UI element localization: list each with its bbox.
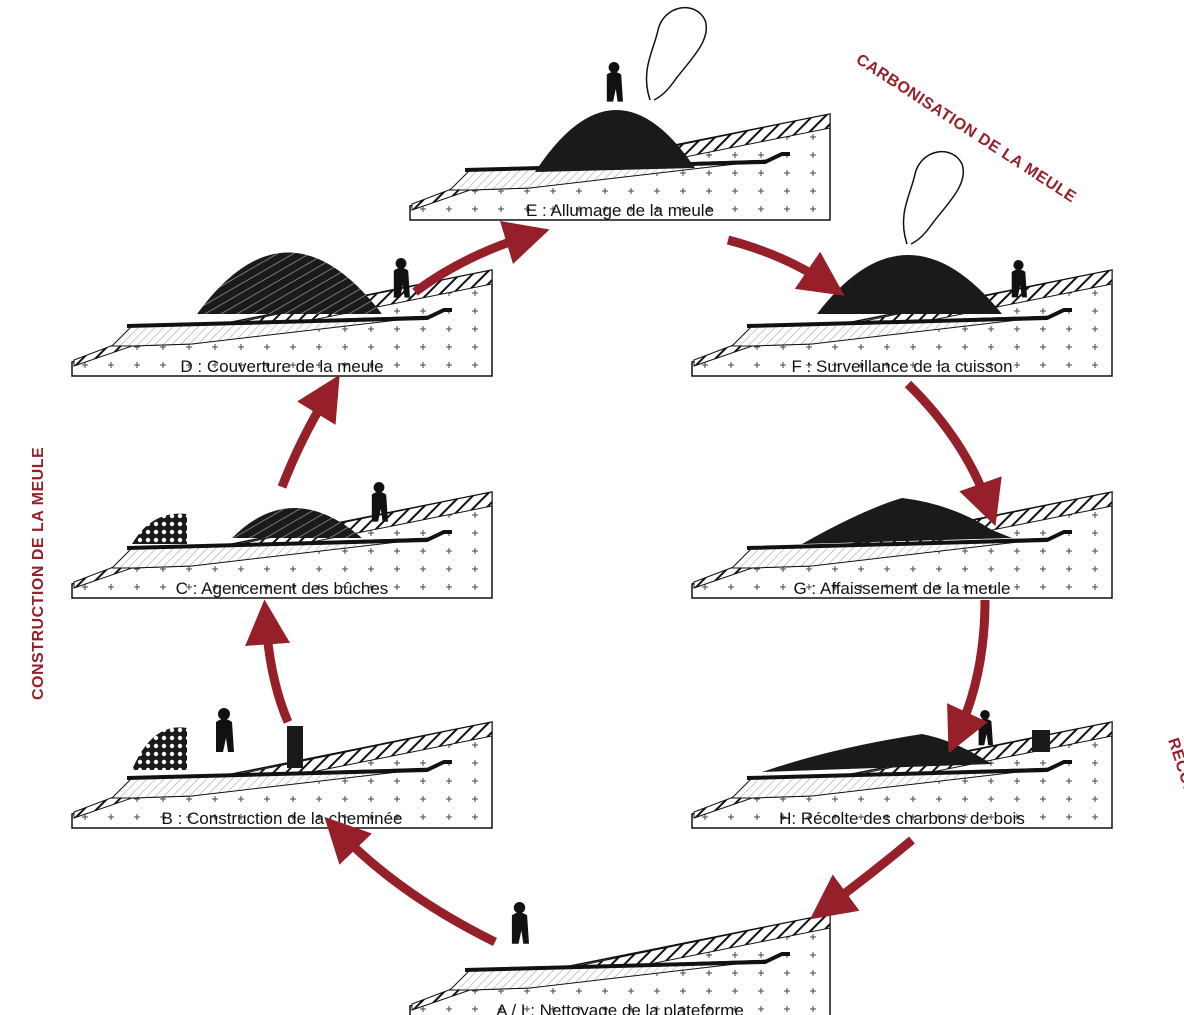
stage-label-H: H: Récolte des charbons de bois	[779, 809, 1025, 828]
cycle-arrows	[245, 220, 1002, 947]
platform-surface	[746, 530, 1072, 550]
smoke-plume	[645, 6, 708, 101]
worker-figure	[216, 708, 234, 752]
stage-panel-A: A / I : Nettoyage de la plateforme	[409, 902, 831, 1015]
stage-label-F: F : Surveillance de la cuisson	[791, 357, 1012, 376]
arrow-D-to-E	[412, 220, 550, 296]
stage-label-G: G : Affaissement de la meule	[793, 579, 1010, 598]
stage-panel-F: F : Surveillance de la cuisson	[691, 150, 1113, 377]
collapsed-kiln	[802, 498, 1012, 544]
kiln-mound	[817, 255, 1002, 314]
platform-surface	[464, 952, 790, 972]
platform-fill	[730, 315, 1053, 347]
kiln-mound	[535, 109, 695, 172]
worker-figure	[393, 258, 410, 298]
platform-surface	[126, 530, 452, 550]
stacked-logs-dome	[232, 508, 362, 538]
stage-panel-E: E : Allumage de la meule	[409, 6, 831, 221]
platform-fill	[448, 959, 771, 991]
platform-fill	[110, 315, 433, 347]
arrow-B-to-C	[245, 599, 293, 724]
phase-construction-label: CONSTRUCTION DE LA MEULE	[30, 447, 47, 700]
charcoal-burner-figure	[1011, 260, 1027, 298]
worker-figure	[371, 482, 388, 522]
charcoal-burner-figure	[606, 62, 623, 102]
arrow-C-to-D	[277, 374, 340, 489]
stage-label-B: B : Construction de la cheminée	[162, 809, 403, 828]
stage-panel-C: C : Agencement des bûches	[71, 482, 493, 599]
log-stack	[132, 727, 187, 770]
arrow-F-to-G	[904, 380, 1002, 527]
basket	[1032, 730, 1050, 752]
stage-panel-D: D : Couverture de la meule	[71, 252, 493, 377]
arrow-E-to-F	[726, 235, 845, 296]
worker-figure	[511, 902, 529, 944]
stage-label-C: C : Agencement des bûches	[176, 579, 389, 598]
platform-fill	[110, 767, 433, 799]
smoke-plume	[902, 150, 965, 245]
platform-surface	[126, 308, 452, 328]
arrow-A-to-B	[324, 816, 497, 947]
log-stack	[132, 513, 187, 544]
phase-recolte-label: RECOLTE DU CHARBON DE BOIS	[1164, 736, 1184, 1000]
covered-kiln-dome	[197, 252, 382, 314]
stage-panel-H: H: Récolte des charbons de bois	[691, 710, 1113, 829]
platform-fill	[730, 767, 1053, 799]
stage-label-E: E : Allumage de la meule	[526, 201, 714, 220]
stage-panel-B: B : Construction de la cheminée	[71, 708, 493, 829]
stage-label-A: A / I : Nettoyage de la plateforme	[496, 1001, 744, 1015]
platform-surface	[126, 760, 452, 780]
platform-fill	[110, 537, 433, 569]
platform-surface	[746, 308, 1072, 328]
stage-panel-G: G : Affaissement de la meule	[691, 491, 1113, 599]
platform-fill	[730, 537, 1053, 569]
chimney-stack	[287, 726, 303, 768]
arrow-G-to-H	[947, 599, 990, 754]
phase-carbonisation-label: CARBONISATION DE LA MEULE	[853, 51, 1079, 206]
stage-label-D: D : Couverture de la meule	[180, 357, 383, 376]
charcoal-pile	[762, 734, 992, 772]
arrow-H-to-A	[809, 836, 915, 920]
platform-surface	[746, 760, 1072, 780]
worker-figure	[978, 710, 993, 746]
